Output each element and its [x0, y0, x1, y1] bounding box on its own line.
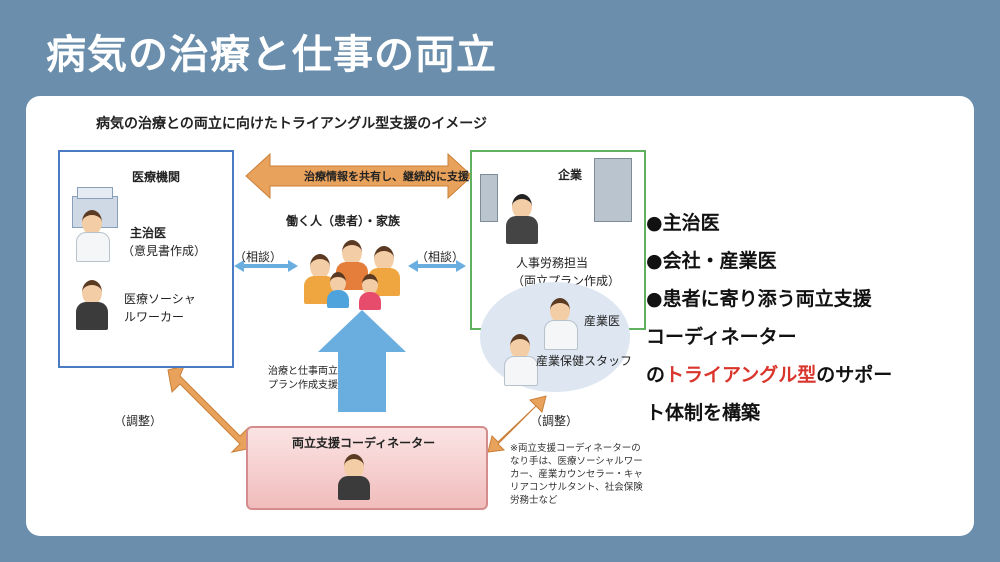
bullet-triangle-post: のサポー [816, 364, 892, 386]
occupational-health-group: 産業医 産業保健スタッフ [480, 282, 630, 392]
note-line: なり手は、医療ソーシャルワー [510, 455, 660, 468]
note-line: リアコンサルタント、社会保険 [510, 481, 660, 494]
medical-heading: 医療機関 [132, 168, 180, 185]
note-line: ※両立支援コーディネーターの [510, 442, 660, 455]
bullet-triangle-highlight: トライアングル型 [665, 364, 816, 386]
doctor-label: 主治医 [130, 224, 166, 241]
msw-label-1: 医療ソーシャ [124, 290, 196, 307]
bullet-triangle-pre: の [646, 364, 665, 386]
building-right-icon [594, 158, 632, 222]
bullet-coordinator-cont: コーディネーター [646, 318, 976, 356]
building-left-icon [480, 174, 498, 222]
consult-right-label: （相談） [416, 248, 464, 265]
msw-label-2: ルワーカー [124, 308, 184, 325]
family-icon [302, 240, 412, 310]
bullet-doctor: ●主治医 [646, 204, 976, 242]
adjust-left-arrow [168, 366, 252, 452]
share-info-label: 治療情報を共有し、継続的に支援 [304, 168, 469, 184]
coordinator-note: ※両立支援コーディネーターの なり手は、医療ソーシャルワー カー、産業カウンセラ… [510, 442, 660, 507]
coordinator-box: 両立支援コーディネーター [246, 426, 488, 510]
adjust-left-label: （調整） [114, 412, 162, 429]
bullet-company: ●会社・産業医 [646, 242, 976, 280]
note-line: 労務士など [510, 494, 660, 507]
plan-support-label-1: 治療と仕事両立 [268, 362, 338, 377]
bullet-coordinator: ●患者に寄り添う両立支援 [646, 280, 976, 318]
consult-left-label: （相談） [234, 248, 282, 265]
bullet-triangle-cont: ト体制を構築 [646, 394, 976, 432]
slide-title: 病気の治療と仕事の両立 [46, 22, 497, 80]
medical-institution-box: 医療機関 主治医 （意見書作成） 医療ソーシャ ルワーカー [58, 150, 234, 368]
note-line: カー、産業カウンセラー・キャ [510, 468, 660, 481]
plan-support-arrow [318, 310, 406, 412]
plan-support-label-2: プラン作成支援 [268, 376, 338, 391]
content-card: 病気の治療との両立に向けたトライアングル型支援のイメージ 治療情報を共有し、継続… [26, 96, 974, 536]
triangle-support-diagram: 病気の治療との両立に向けたトライアングル型支援のイメージ 治療情報を共有し、継続… [56, 114, 646, 514]
occ-doctor-label: 産業医 [584, 312, 620, 329]
coordinator-label: 両立支援コーディネーター [292, 434, 435, 451]
summary-bullets: ●主治医 ●会社・産業医 ●患者に寄り添う両立支援 コーディネーター のトライア… [646, 204, 976, 432]
company-heading: 企業 [558, 166, 582, 183]
adjust-right-label: （調整） [530, 412, 578, 429]
hr-label-1: 人事労務担当 [516, 254, 588, 271]
worker-label: 働く人（患者）・家族 [286, 212, 400, 229]
doctor-sub-label: （意見書作成） [122, 242, 206, 259]
bullet-triangle: のトライアングル型のサポー [646, 356, 976, 394]
occ-staff-label: 産業保健スタッフ [536, 352, 632, 369]
